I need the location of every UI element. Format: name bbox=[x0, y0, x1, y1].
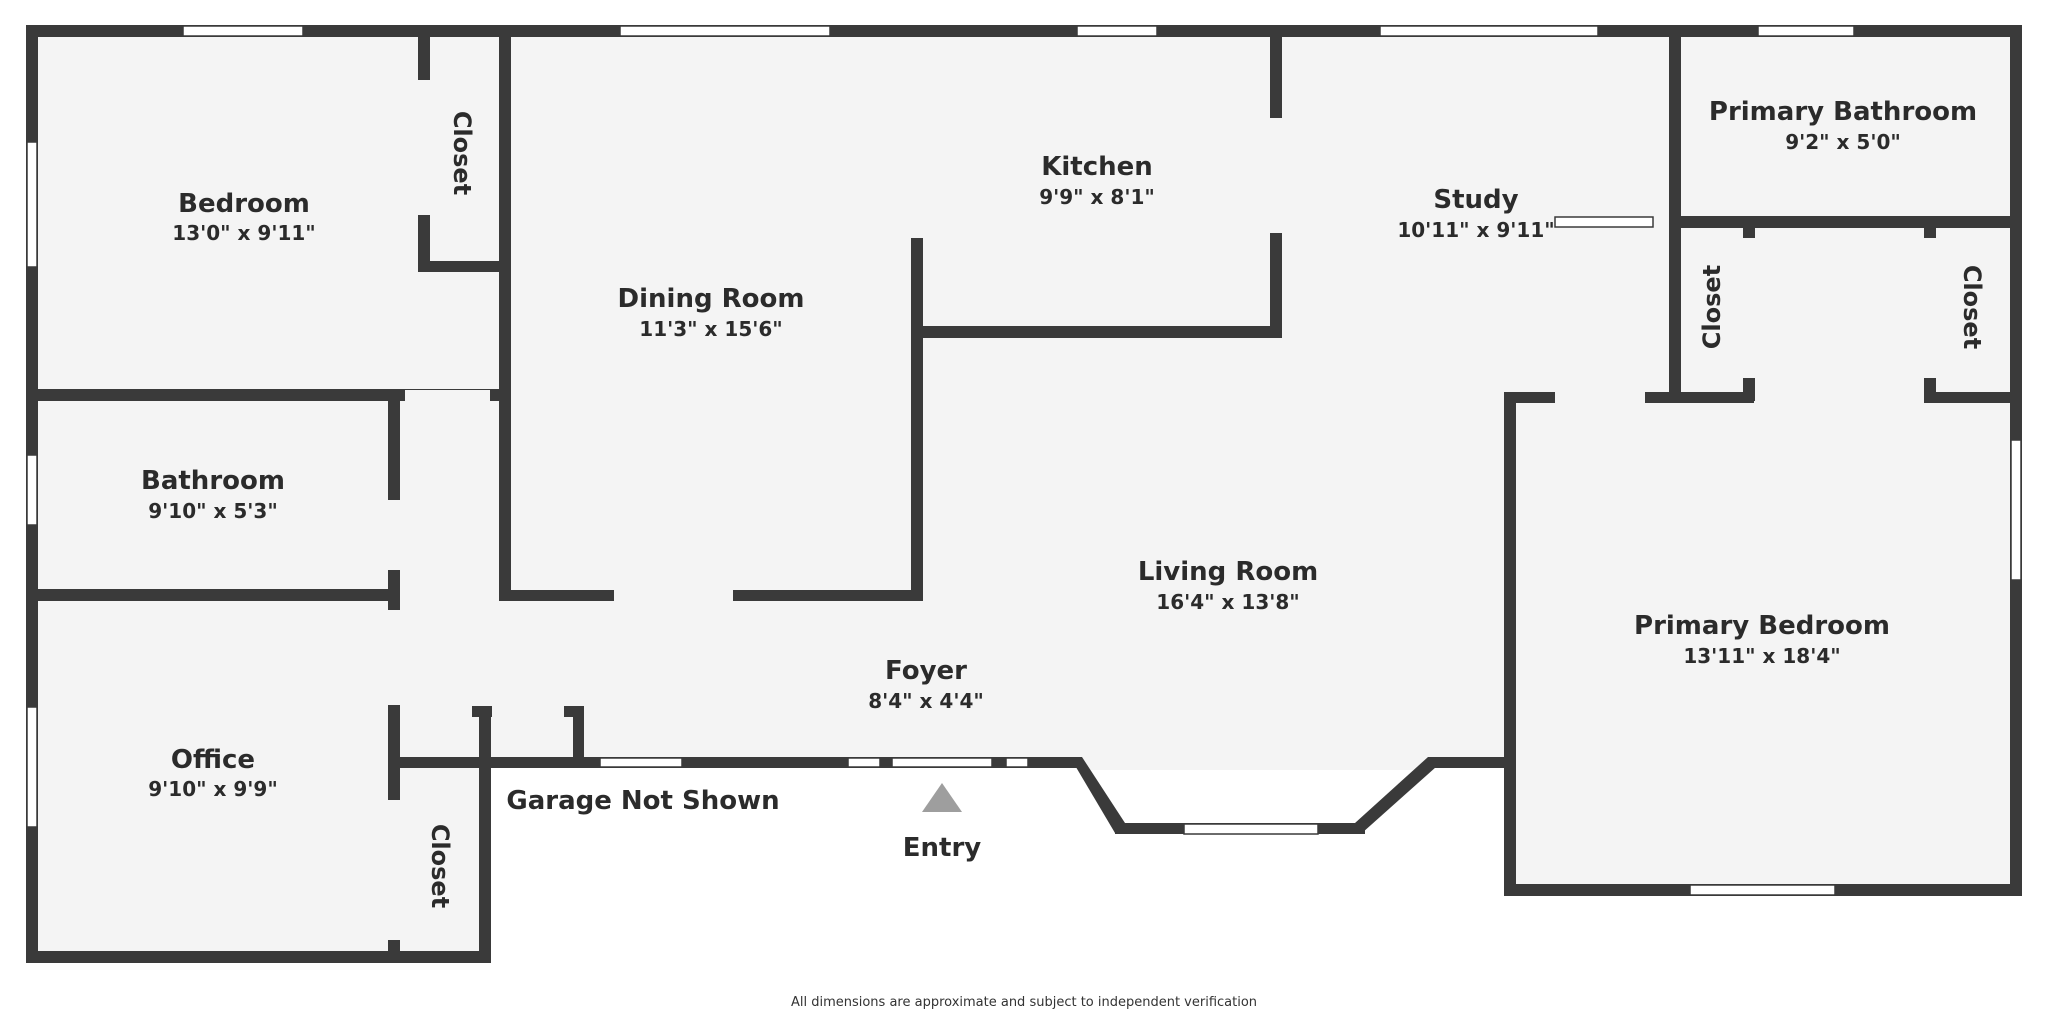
room-dims-living-room: 16'4" x 13'8" bbox=[1156, 590, 1299, 614]
room-dims-study: 10'11" x 9'11" bbox=[1397, 218, 1554, 242]
room-dims-foyer: 8'4" x 4'4" bbox=[868, 689, 984, 713]
room-name-foyer: Foyer bbox=[885, 656, 967, 686]
room-name-living-room: Living Room bbox=[1138, 557, 1318, 587]
floor-areas bbox=[30, 30, 2030, 975]
room-name-kitchen: Kitchen bbox=[1041, 152, 1153, 182]
room-name-bedroom: Bedroom bbox=[178, 189, 310, 219]
entry-marker-icon bbox=[922, 783, 962, 812]
closet-label-primary-right: Closet bbox=[1958, 265, 1986, 349]
room-dims-dining-room: 11'3" x 15'6" bbox=[639, 317, 782, 341]
room-name-office: Office bbox=[171, 745, 255, 775]
room-dims-primary-bathroom: 9'2" x 5'0" bbox=[1785, 130, 1901, 154]
garage-not-shown-label: Garage Not Shown bbox=[506, 786, 779, 816]
room-labels: Bedroom 13'0" x 9'11" Bathroom 9'10" x 5… bbox=[141, 97, 1977, 801]
room-dims-bedroom: 13'0" x 9'11" bbox=[172, 221, 315, 245]
room-dims-office: 9'10" x 9'9" bbox=[148, 777, 278, 801]
room-name-dining-room: Dining Room bbox=[618, 284, 805, 314]
entry-label: Entry bbox=[903, 833, 982, 863]
room-dims-bathroom: 9'10" x 5'3" bbox=[148, 499, 278, 523]
room-dims-primary-bedroom: 13'11" x 18'4" bbox=[1683, 644, 1840, 668]
closet-label-bedroom: Closet bbox=[448, 111, 476, 195]
closet-labels: Closet Closet Closet Closet bbox=[426, 111, 1986, 908]
closet-label-primary-left: Closet bbox=[1698, 265, 1726, 349]
room-dims-kitchen: 9'9" x 8'1" bbox=[1039, 185, 1155, 209]
room-name-primary-bathroom: Primary Bathroom bbox=[1709, 97, 1977, 127]
footer-disclaimer: All dimensions are approximate and subje… bbox=[791, 995, 1257, 1010]
windows bbox=[26, 25, 2022, 896]
doorways bbox=[388, 80, 1936, 940]
room-name-primary-bedroom: Primary Bedroom bbox=[1634, 611, 1890, 641]
room-name-bathroom: Bathroom bbox=[141, 466, 285, 496]
closet-label-office: Closet bbox=[426, 824, 454, 908]
room-name-study: Study bbox=[1433, 185, 1518, 215]
